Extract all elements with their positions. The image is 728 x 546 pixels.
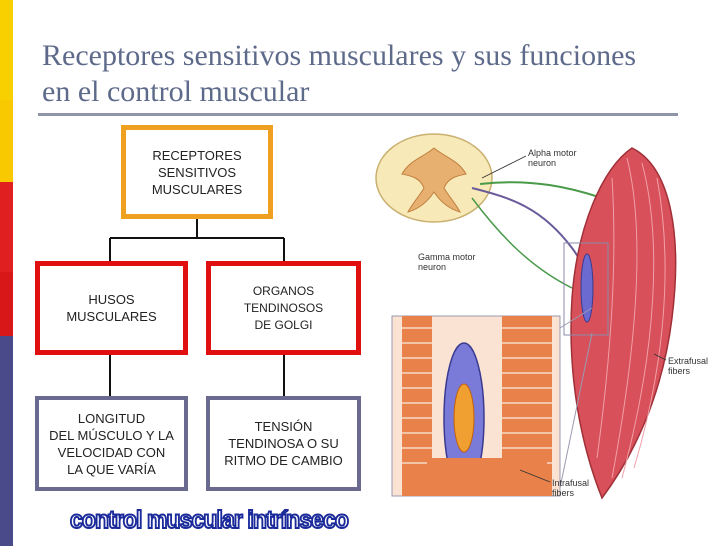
- slide-title-line-2: en el control muscular: [42, 75, 310, 108]
- sidebar-segment-yellow-2: [0, 100, 13, 182]
- left-box-label: HUSOS MUSCULARES: [66, 292, 157, 324]
- sidebar-segment-blue: [0, 336, 13, 546]
- root-box: RECEPTORES SENSITIVOS MUSCULARES: [121, 125, 273, 219]
- right-box-label: ORGANOS TENDINOSOS DE GOLGI: [243, 283, 324, 332]
- root-box-label: RECEPTORES SENSITIVOS MUSCULARES: [151, 147, 243, 197]
- left-function-box: LONGITUD DEL MÚSCULO Y LA VELOCIDAD CON …: [35, 396, 188, 491]
- sidebar-segment-red: [0, 182, 13, 272]
- right-box: ORGANOS TENDINOSOS DE GOLGI: [206, 261, 361, 355]
- right-function-label: TENSIÓN TENDINOSA O SU RITMO DE CAMBIO: [224, 419, 343, 468]
- slide-title-line-1: Receptores sensitivos musculares y sus f…: [42, 39, 637, 72]
- muscle-icon: [570, 147, 677, 500]
- title-divider: [38, 113, 678, 116]
- right-function-box: TENSIÓN TENDINOSA O SU RITMO DE CAMBIO: [206, 396, 361, 491]
- spindle-zoom-icon: [391, 315, 561, 497]
- sidebar-stripe: [0, 0, 13, 546]
- sidebar-segment-red-2: [0, 272, 13, 336]
- footer-wordart: control muscular intrínseco: [69, 505, 350, 535]
- slide-title: Receptores sensitivos musculares y sus f…: [42, 38, 702, 110]
- spinal-cord-icon: [375, 133, 493, 223]
- left-function-label: LONGITUD DEL MÚSCULO Y LA VELOCIDAD CON …: [49, 410, 174, 477]
- left-box: HUSOS MUSCULARES: [35, 261, 188, 355]
- sidebar-segment-yellow: [0, 0, 13, 100]
